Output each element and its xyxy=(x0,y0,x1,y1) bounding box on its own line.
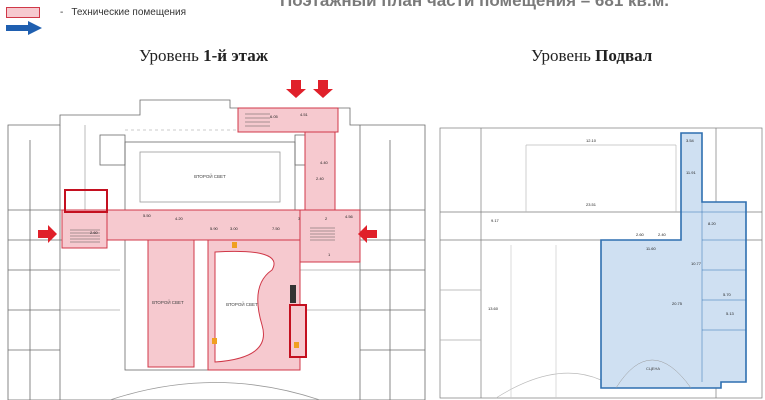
heading-basement: Уровень Подвал xyxy=(531,46,652,66)
dim-label: 2.40 xyxy=(658,232,667,237)
heading-first-floor-bold: 1-й этаж xyxy=(203,46,269,65)
dim-label: 1 xyxy=(328,252,331,257)
floor-plan-basement: 12.10 23.51 11.60 20.75 10.77 8.20 5.70 … xyxy=(439,127,763,399)
legend-entrance xyxy=(6,21,42,35)
lightwell-left-label: ВТОРОЙ СВЕТ xyxy=(152,298,184,305)
legend-swatch-pink xyxy=(6,6,40,18)
dim-label: 4.40 xyxy=(320,160,329,165)
dim-label: 8.20 xyxy=(708,221,717,226)
dim-label: 9.17 xyxy=(491,218,500,223)
red-arrow-icon xyxy=(286,80,306,98)
dim-label: 20.75 xyxy=(672,301,683,306)
slide-title: Поэтажный план части помещения – 681 кв.… xyxy=(280,0,669,10)
dim-label: 3.54 xyxy=(686,138,695,143)
stage-label: СЦЕНА xyxy=(646,366,660,371)
floor-plan-first-floor: ВТОРОЙ СВЕТ ВТОРОЙ СВЕТ ВТОРОЙ СВЕТ 6.05… xyxy=(7,80,426,400)
red-arrow-icon xyxy=(313,80,333,98)
dim-label: 11.91 xyxy=(686,170,696,175)
dim-label: 2.60 xyxy=(90,230,99,235)
dim-label: 3.00 xyxy=(230,226,239,231)
blue-arrow-icon xyxy=(6,21,42,35)
basement-area xyxy=(600,132,747,389)
dim-label: 5.70 xyxy=(723,292,732,297)
dim-label: 4.56 xyxy=(345,214,354,219)
heading-first-floor: Уровень 1-й этаж xyxy=(139,46,268,66)
dim-label: 13.60 xyxy=(488,306,499,311)
dim-label: 6.05 xyxy=(270,114,279,119)
dim-label: 12.10 xyxy=(586,138,597,143)
dim-label: 23.51 xyxy=(586,202,597,207)
red-arrow-icon xyxy=(38,225,57,243)
dim-label: 5.50 xyxy=(143,213,152,218)
dim-label: 3 xyxy=(298,216,301,221)
dim-label: 2 xyxy=(325,216,328,221)
red-arrow-icon xyxy=(358,225,377,243)
heading-basement-prefix: Уровень xyxy=(531,46,596,65)
dim-label: 4.51 xyxy=(300,112,309,117)
entrance-arrows xyxy=(38,80,377,243)
legend: - Технические помещения xyxy=(0,0,260,40)
dim-label: 10.77 xyxy=(691,261,702,266)
legend-dash: - xyxy=(60,6,64,18)
heading-basement-bold: Подвал xyxy=(595,46,653,65)
legend-tech-rooms-label: Технические помещения xyxy=(71,6,187,18)
heading-first-floor-prefix: Уровень xyxy=(139,46,204,65)
dim-label: 5.90 xyxy=(210,226,219,231)
dim-label: 2.40 xyxy=(316,176,325,181)
legend-tech-rooms: - Технические помещения xyxy=(6,5,186,19)
dim-label: 2.60 xyxy=(636,232,645,237)
dim-label: 4.20 xyxy=(175,216,184,221)
dim-label: 7.50 xyxy=(272,226,281,231)
lightwell-upper-label: ВТОРОЙ СВЕТ xyxy=(194,172,226,179)
lightwell-hall-label: ВТОРОЙ СВЕТ xyxy=(226,300,258,307)
dim-label: 11.60 xyxy=(646,246,656,251)
dim-label: 5.13 xyxy=(726,311,735,316)
